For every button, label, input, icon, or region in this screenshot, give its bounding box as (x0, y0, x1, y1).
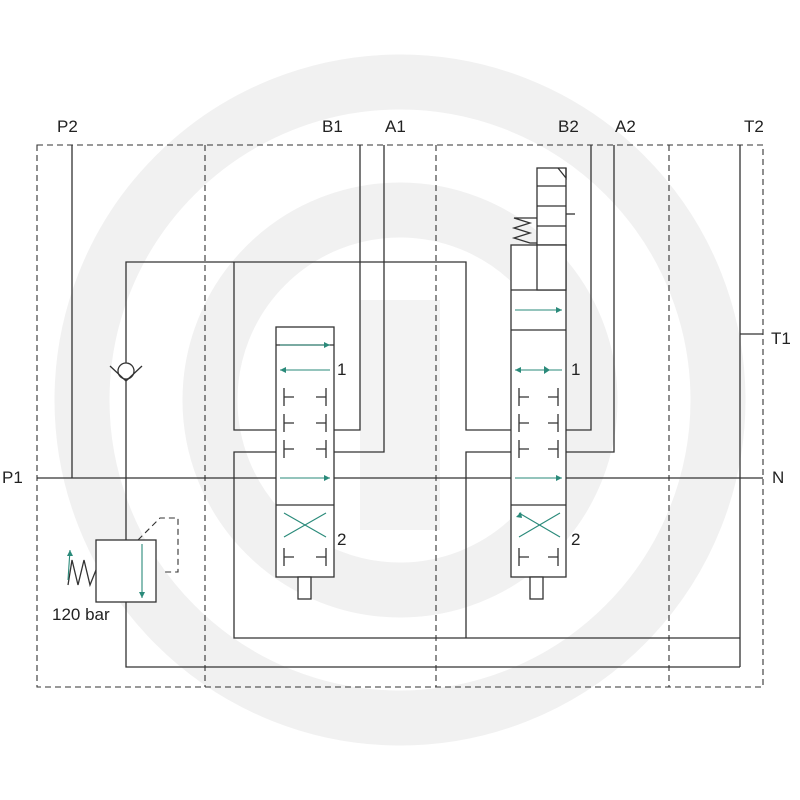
pressure-relief-valve-icon (67, 517, 179, 603)
valve1-position-1-label: 1 (337, 360, 346, 379)
section-boundaries (36, 144, 764, 688)
port-label-a2: A2 (615, 117, 636, 136)
valve2-spool (510, 244, 567, 600)
port-label-b1: B1 (322, 117, 343, 136)
port-label-t1: T1 (771, 329, 791, 348)
spring-icon (511, 217, 537, 244)
valve1-position-2-label: 2 (337, 530, 346, 549)
tank-line (739, 145, 763, 667)
supply-branch (125, 261, 511, 540)
detent-icon (536, 167, 575, 291)
valve2-position-2-label: 2 (571, 530, 580, 549)
relief-valve-setting-label: 120 bar (52, 605, 110, 624)
valve2-work-lines (566, 145, 615, 453)
watermark-logo-icon (54, 54, 746, 746)
valve2-position-1-label: 1 (571, 360, 580, 379)
valve1-spool (275, 326, 335, 600)
port-label-p1: P1 (2, 468, 23, 487)
port-label-b2: B2 (558, 117, 579, 136)
valve1-work-lines (334, 145, 385, 453)
port-label-a1: A1 (385, 117, 406, 136)
port-label-t2: T2 (744, 117, 764, 136)
port-label-p2: P2 (57, 117, 78, 136)
check-valve-icon (109, 362, 143, 382)
port-label-n: N (772, 468, 784, 487)
return-lines (125, 451, 740, 668)
